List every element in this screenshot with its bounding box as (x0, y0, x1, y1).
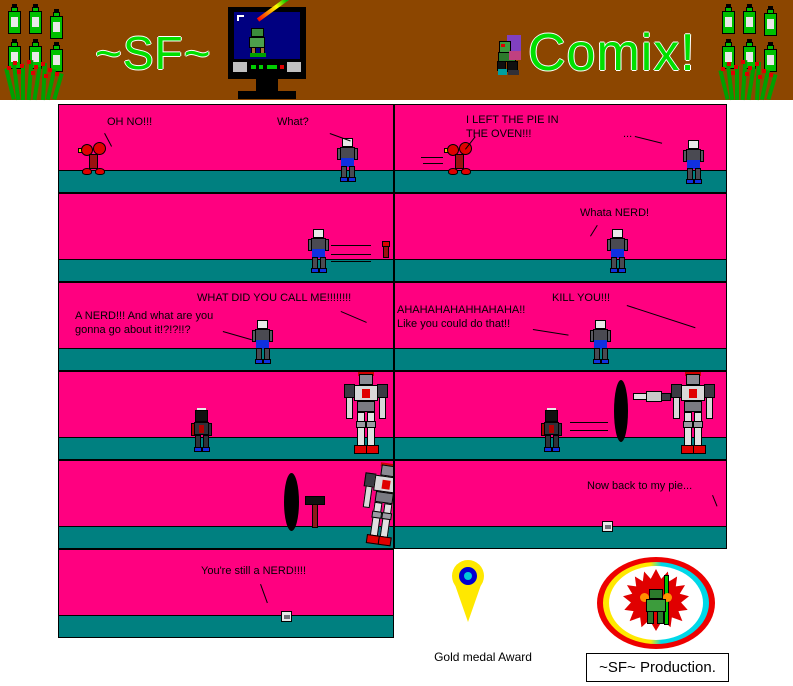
comic-row: You're still a NERD!!!! (58, 549, 727, 638)
dialogue-text: AHAHAHAHAHHAHAHA!! Like you could do tha… (397, 304, 526, 330)
comic-panel[interactable]: Whata NERD! (394, 193, 727, 282)
panel-ground (395, 437, 726, 459)
knight-character (590, 320, 612, 364)
comic-row (58, 371, 727, 460)
dialogue-text: ... (623, 128, 633, 140)
comic-panel[interactable]: WHAT DID YOU CALL ME!!!!!!!! A NERD!!! A… (58, 282, 394, 371)
panel-ground (395, 259, 726, 281)
mecha-character (671, 372, 715, 457)
panel-ground (59, 615, 393, 637)
dialogue-text: Now back to my pie... (587, 480, 693, 492)
comic-row: Now back to my pie... (58, 460, 727, 549)
speech-tail (340, 311, 367, 323)
medal-caption: Gold medal Award (434, 650, 532, 664)
mecha-arm-attack (633, 390, 671, 404)
knight-character (607, 229, 629, 273)
red-bomb-character (78, 142, 107, 178)
dialogue-text: A NERD!!! And what are you gonna go abou… (75, 310, 214, 336)
soda-bottle-icon (743, 4, 756, 34)
soda-bottle-icon (50, 9, 63, 39)
crt-monitor-icon (228, 0, 306, 100)
mecha-character-falling (355, 462, 393, 548)
speed-line (331, 254, 371, 255)
speech-tail (712, 495, 718, 507)
soda-bottle-icon (50, 42, 63, 72)
comic-row: Whata NERD! (58, 193, 727, 282)
panel-ground (59, 348, 393, 370)
site-title-right: Comix! (528, 24, 696, 82)
speech-tail (626, 305, 696, 329)
soda-bottle-icon (722, 39, 735, 69)
grass-flowers-icon (4, 59, 68, 101)
dialogue-text: OH NO!!! (107, 116, 153, 128)
knight-character (683, 140, 705, 184)
speech-tail (590, 224, 598, 237)
speed-line (331, 245, 371, 246)
knight-character (337, 138, 359, 182)
soda-bottle-icon (29, 4, 42, 34)
comic-panel[interactable]: Now back to my pie... (394, 460, 727, 549)
soda-bottle-icon (8, 4, 21, 34)
panel-ground (59, 259, 393, 281)
soda-bottle-icon (764, 6, 777, 36)
speed-line (421, 157, 443, 158)
comic-panel[interactable]: You're still a NERD!!!! (58, 549, 394, 638)
comic-strip: OH NO!!! What? I LEFT THE PIE IN THE OVE… (58, 104, 727, 645)
speed-line (423, 163, 443, 164)
debris-icon (281, 611, 292, 622)
speed-line (570, 430, 608, 431)
panel-ground (59, 437, 393, 459)
dialogue-text: What? (277, 116, 309, 128)
comic-panel[interactable]: I LEFT THE PIE IN THE OVEN!!! ... (394, 104, 727, 193)
speed-line (331, 261, 371, 262)
hammer-item-icon (305, 496, 325, 528)
speed-line (570, 422, 608, 423)
speech-tail (634, 136, 663, 144)
comic-panel[interactable]: KILL YOU!!! AHAHAHAHAHHAHAHA!! Like you … (394, 282, 727, 371)
comic-panel[interactable] (394, 371, 727, 460)
production-label: ~SF~ Production. (599, 659, 716, 676)
comic-panel[interactable] (58, 460, 394, 549)
dialogue-text: WHAT DID YOU CALL ME!!!!!!!! (197, 292, 352, 304)
dialogue-text: I LEFT THE PIE IN THE OVEN!!! (466, 114, 559, 140)
robot-mascot-icon (497, 35, 525, 77)
dark-blast-ellipse (284, 473, 299, 531)
speech-tail (222, 331, 252, 341)
debris-icon (602, 521, 613, 532)
dark-blast-ellipse (614, 380, 628, 442)
comic-panel[interactable]: OH NO!!! What? (58, 104, 394, 193)
dialogue-text: You're still a NERD!!!! (201, 565, 307, 577)
panel-ground (395, 170, 726, 192)
production-credit-box: ~SF~ Production. (586, 653, 729, 682)
site-title-left: ~SF~ (95, 27, 212, 79)
gold-medal-icon (440, 560, 496, 622)
panel-ground (59, 526, 393, 548)
knight-character (308, 229, 330, 273)
mecha-character (344, 372, 388, 457)
soda-bottle-icon (764, 42, 777, 72)
red-bomb-character (444, 142, 473, 178)
panel-ground (395, 526, 726, 548)
soda-bottle-icon (722, 4, 735, 34)
dialogue-text: Whata NERD! (580, 207, 650, 219)
soda-bottle-icon (8, 39, 21, 69)
knight-character (252, 320, 274, 364)
red-bomb-character-small (382, 241, 390, 259)
speed-line (570, 437, 608, 438)
dialogue-text: KILL YOU!!! (552, 292, 611, 304)
header-banner: ~SF~ Comix! (0, 0, 793, 101)
grass-flowers-icon (718, 59, 782, 101)
dark-character (541, 408, 563, 453)
speech-tail (532, 329, 569, 336)
comic-panel[interactable] (58, 371, 394, 460)
panel-ground (59, 170, 393, 192)
sf-production-logo-icon (597, 557, 715, 649)
dark-character (191, 408, 213, 453)
comic-panel[interactable] (58, 193, 394, 282)
speech-tail (260, 584, 268, 604)
panel-ground (395, 348, 726, 370)
comic-row: WHAT DID YOU CALL ME!!!!!!!! A NERD!!! A… (58, 282, 727, 371)
comic-row: OH NO!!! What? I LEFT THE PIE IN THE OVE… (58, 104, 727, 193)
